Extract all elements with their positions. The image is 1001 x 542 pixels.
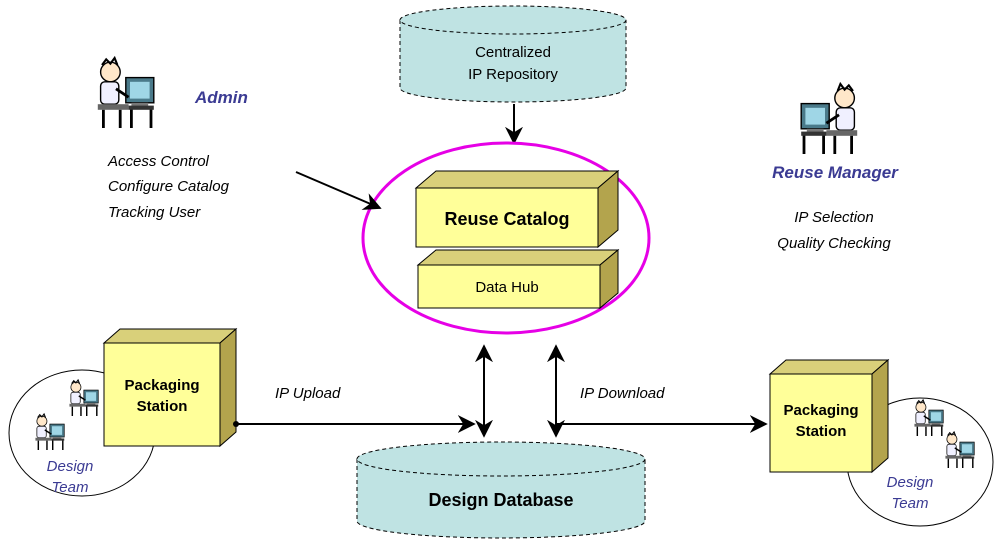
manager-title: Reuse Manager bbox=[772, 163, 899, 182]
ip-download-label: IP Download bbox=[580, 385, 665, 402]
admin-person-icon bbox=[96, 56, 156, 130]
right-packaging-station: Packaging Station bbox=[768, 358, 890, 474]
reuse-catalog-label: Reuse Catalog bbox=[444, 209, 569, 229]
right-team-label-line1: Design bbox=[887, 474, 934, 491]
admin-title: Admin bbox=[194, 88, 248, 107]
left-team-label-line1: Design bbox=[47, 458, 94, 475]
right-team-label-line2: Team bbox=[892, 495, 929, 512]
right-station-label-line1: Packaging bbox=[783, 402, 858, 419]
reuse-manager-group: Reuse Manager IP Selection Quality Check… bbox=[772, 82, 899, 252]
design-database-cylinder: Design Database bbox=[356, 441, 646, 539]
admin-to-catalog-arrow bbox=[295, 171, 382, 210]
manager-duty-1: IP Selection bbox=[794, 209, 874, 226]
manager-person-icon bbox=[799, 82, 859, 156]
left-team-label-line2: Team bbox=[52, 479, 89, 496]
admin-group: Admin Access Control Configure Catalog T… bbox=[96, 56, 248, 221]
ip-repository-cylinder: Centralized IP Repository bbox=[399, 5, 627, 103]
reuse-catalog-box: Reuse Catalog bbox=[414, 169, 620, 249]
left-station-label-line1: Packaging bbox=[124, 377, 199, 394]
manager-duty-2: Quality Checking bbox=[777, 235, 891, 252]
ip-upload-label: IP Upload bbox=[275, 385, 341, 402]
left-station-label-line2: Station bbox=[137, 398, 188, 415]
data-hub-box: Data Hub bbox=[416, 248, 620, 310]
data-hub-label: Data Hub bbox=[475, 279, 538, 296]
design-database-label: Design Database bbox=[428, 490, 573, 510]
right-station-label-line2: Station bbox=[796, 423, 847, 440]
repository-label-line2: IP Repository bbox=[468, 66, 558, 83]
repository-label-line1: Centralized bbox=[475, 44, 551, 61]
left-packaging-station: Packaging Station bbox=[102, 327, 238, 448]
admin-duty-3: Tracking User bbox=[108, 204, 201, 221]
admin-duty-2: Configure Catalog bbox=[108, 178, 230, 195]
admin-duty-1: Access Control bbox=[107, 153, 210, 170]
